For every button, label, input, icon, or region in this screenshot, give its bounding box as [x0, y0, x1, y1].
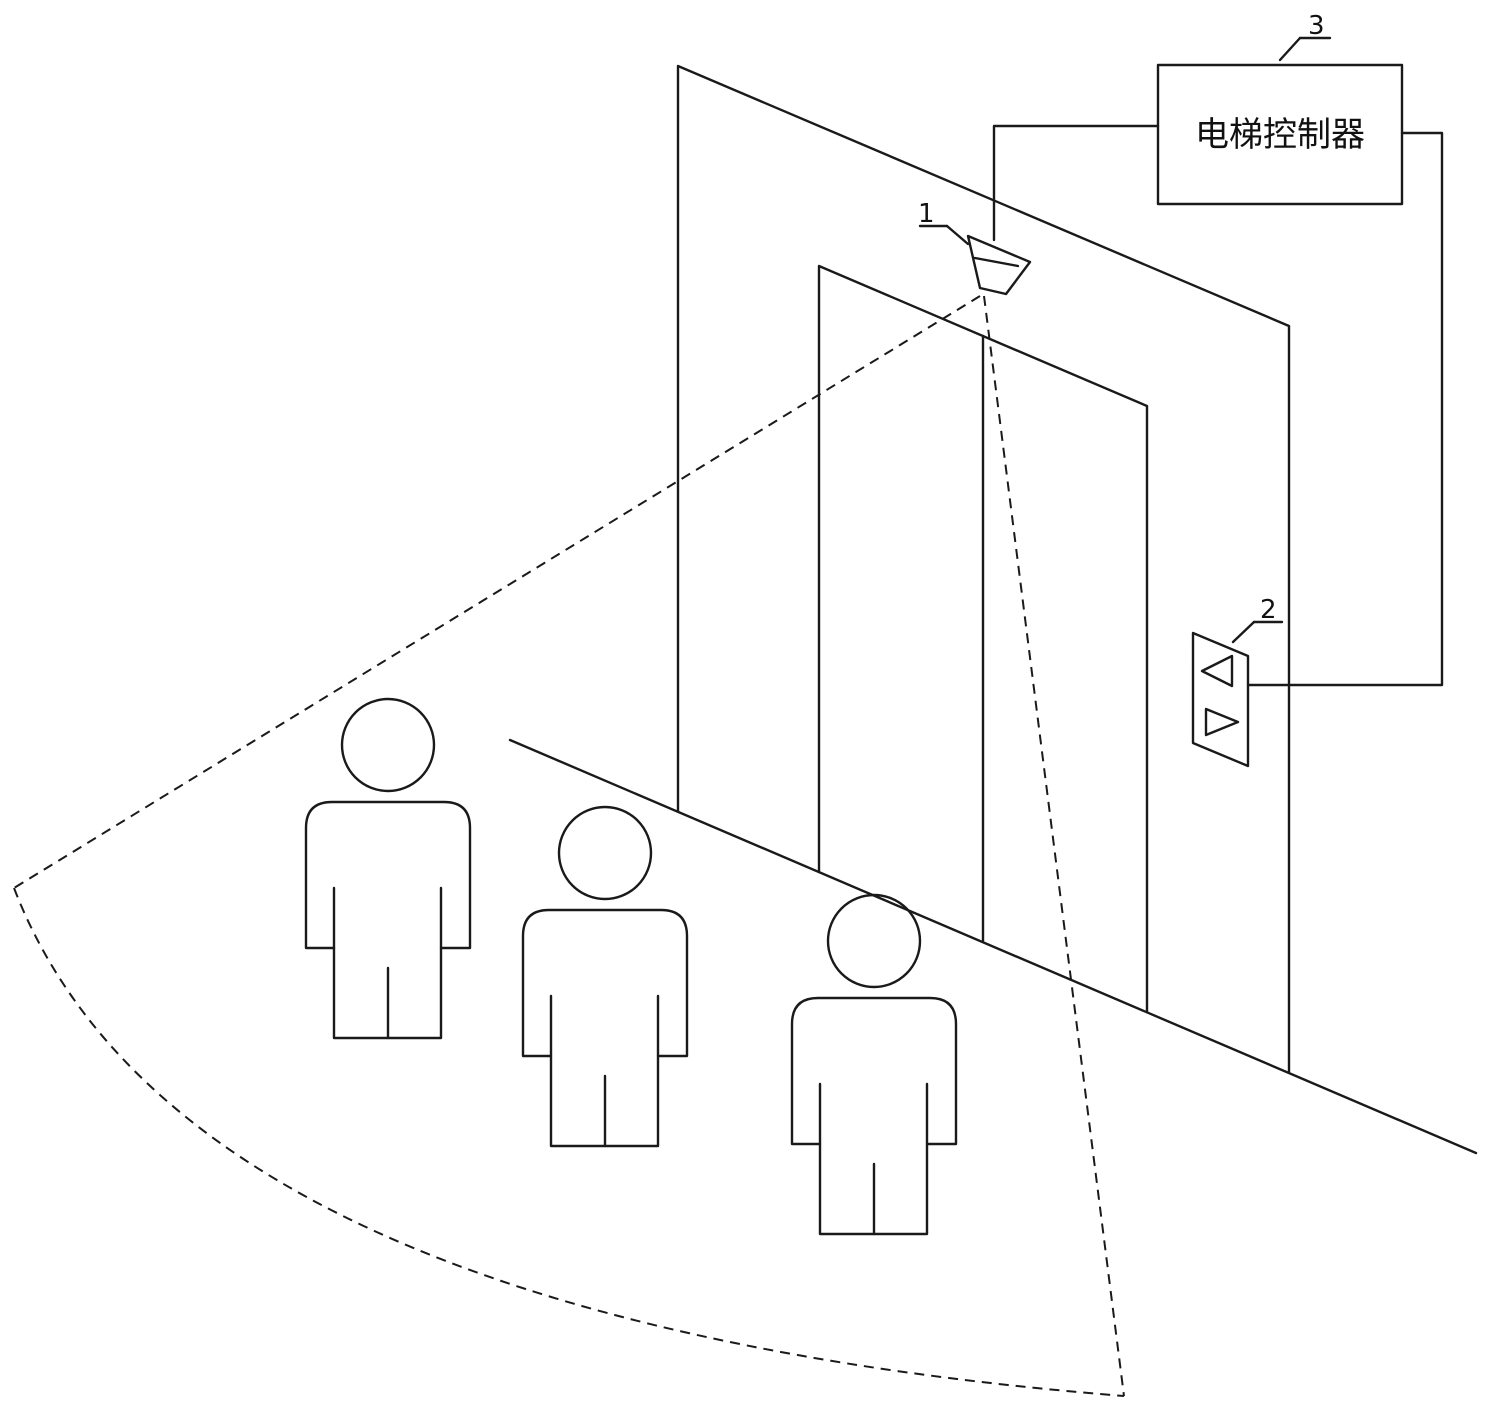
elevator-doors — [817, 264, 1149, 1014]
sensor-lens-line — [973, 256, 1020, 268]
detection-zone — [13, 295, 1125, 1397]
panel-leader-line — [1231, 620, 1256, 644]
controller-leader-line — [1278, 36, 1302, 62]
person-head — [557, 805, 653, 901]
controller-label: 电梯控制器 — [1195, 115, 1365, 155]
controller-box — [1156, 63, 1404, 206]
elevator-controller: 电梯控制器 3 — [1156, 11, 1404, 206]
up-triangle-icon — [1200, 654, 1234, 688]
call-panel: 2 — [1191, 595, 1284, 768]
elevator-wall — [676, 64, 1291, 1074]
call-panel-body — [1191, 631, 1250, 768]
person-2 — [521, 805, 689, 1148]
controller-callout-label: 3 — [1308, 11, 1325, 41]
detection-zone-left-edge — [13, 295, 981, 889]
sensor-callout-label: 1 — [918, 199, 935, 229]
person-head — [340, 697, 436, 793]
sensor-body — [966, 234, 1032, 296]
person-body — [790, 996, 958, 1236]
panel-callout-label: 2 — [1260, 595, 1277, 625]
person-body — [304, 800, 472, 1040]
detection-zone-right-edge — [983, 295, 1125, 1397]
wire-controller-to-sensor — [992, 124, 1160, 242]
wire-controller-to-panel — [1246, 131, 1444, 687]
detection-zone-arc — [13, 887, 1125, 1397]
person-1 — [304, 697, 472, 1040]
person-head — [826, 893, 922, 989]
sensor-camera: 1 — [918, 199, 1032, 296]
floor-line — [508, 738, 1478, 1155]
person-body — [521, 908, 689, 1148]
sensor-leader-line — [945, 224, 970, 246]
person-3 — [790, 893, 958, 1236]
down-triangle-icon — [1204, 707, 1240, 737]
